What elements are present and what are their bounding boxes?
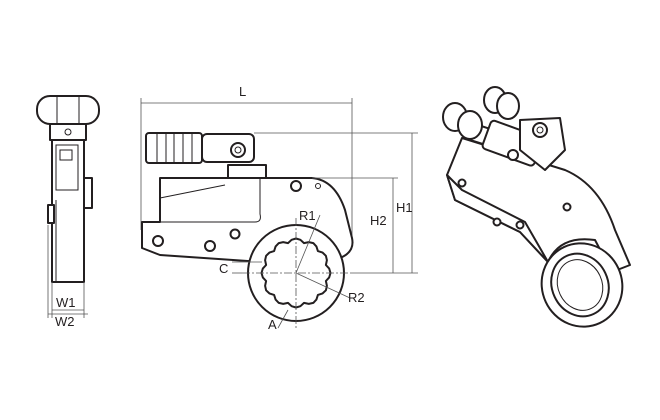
radius1-label: R1 <box>299 208 316 223</box>
front-view: L R1 R2 A C <box>140 84 418 332</box>
height1-label: H1 <box>396 200 413 215</box>
across-flats-label: A <box>268 317 277 332</box>
isometric-view <box>442 86 631 328</box>
clearance-label: C <box>219 261 228 276</box>
radius2-label: R2 <box>348 290 365 305</box>
width1-label: W1 <box>56 295 76 310</box>
length-label: L <box>239 84 246 99</box>
height2-label: H2 <box>370 213 387 228</box>
width2-label: W2 <box>55 314 75 329</box>
side-view: W1 W2 <box>36 95 100 329</box>
